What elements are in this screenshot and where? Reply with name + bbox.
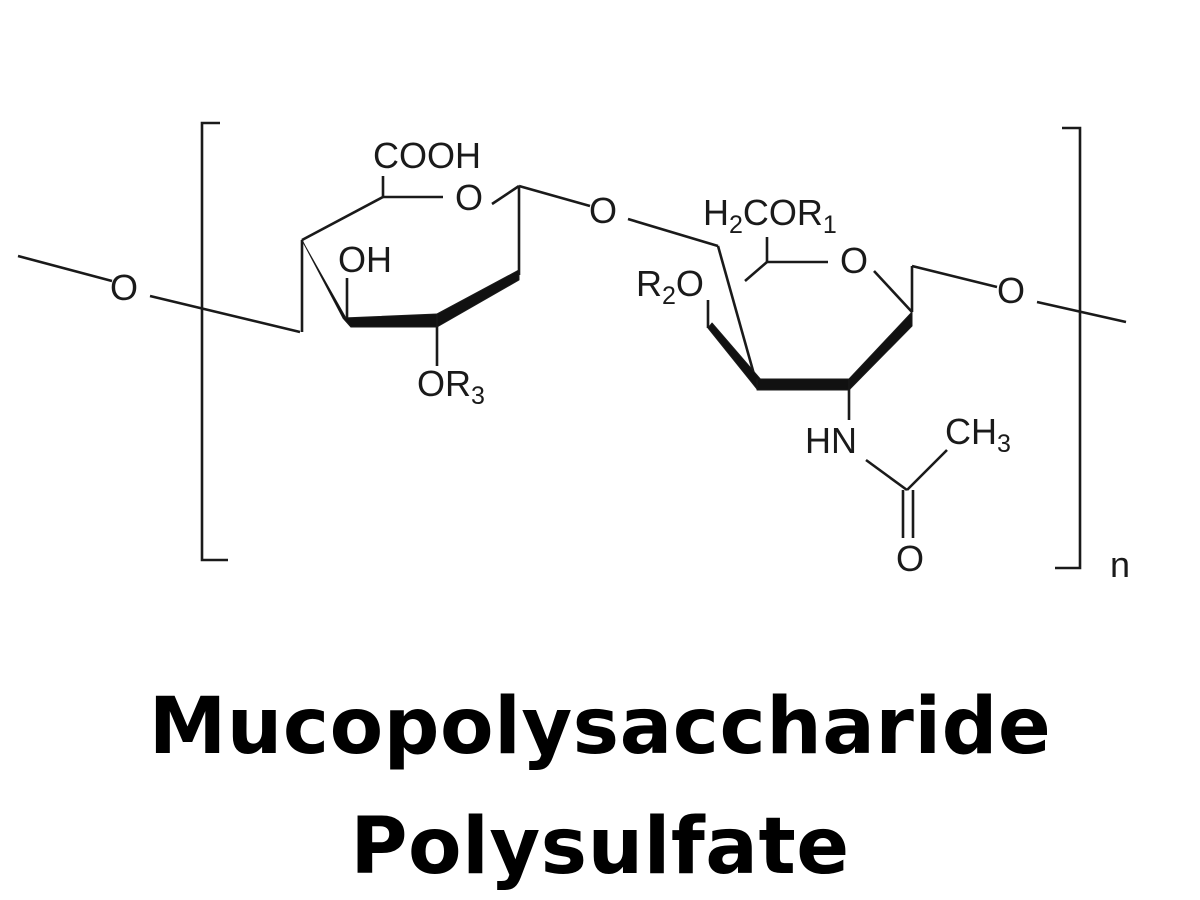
ring1-wedge-right [436, 269, 520, 328]
acetyl-carbonyl-oxygen-label: O [896, 538, 924, 579]
left-bracket [200, 121, 228, 562]
ring2-bond-o-c1 [873, 270, 913, 313]
glycosidic-bond-left [149, 294, 301, 334]
glycosidic-oxygen-middle-label: O [589, 190, 617, 231]
ring2-wedge-front [756, 378, 850, 391]
ring2-bond-c4-c5 [716, 245, 759, 386]
ring2-hn-label: HN [805, 420, 857, 461]
repeat-subscript-n: n [1110, 544, 1130, 585]
ring2-bond-glycosidic-c1 [911, 264, 998, 289]
page-title-line-2: Polysulfate [350, 802, 850, 892]
ring1-carboxyl-label: COOH [373, 135, 481, 176]
ring1-bond-o-c1 [491, 184, 520, 206]
glycosidic-oxygen-right-label: O [997, 270, 1025, 311]
ring1-ring-oxygen-label: O [455, 177, 483, 218]
acetyl-bond-n-c [865, 458, 908, 492]
glycosidic-oxygen-left-label: O [110, 267, 138, 308]
glycosaminoglycan-structure-diagram: n COOH O OH OR3 O O O H2COR1 O [17, 121, 1130, 585]
ring1-wedge-front [342, 313, 438, 328]
acetyl-ch3-label: CH3 [945, 411, 1011, 458]
acetyl-bond-c-ch3 [906, 449, 948, 491]
glycosidic-bond-middle [627, 217, 719, 248]
ring2-ch2cor1-label: H2COR1 [703, 192, 837, 239]
ring2-wedge-right [848, 311, 913, 391]
ring2-r2o-label: R2O [636, 263, 704, 310]
ring1-bond-c4-c5 [301, 195, 384, 242]
ring2-bond-c5-ch2 [744, 261, 768, 282]
ring1-or3-label: OR3 [417, 363, 485, 410]
right-bracket [1055, 126, 1082, 570]
glycosidic-bond-right [1036, 300, 1127, 324]
chain-bond-left [17, 254, 113, 283]
page-title-line-1: Mucopolysaccharide [148, 682, 1052, 772]
ring1-hydroxyl-label: OH [338, 239, 392, 280]
ring1-bond-glycosidic-c1 [518, 184, 591, 208]
ring2-ring-oxygen-label: O [840, 240, 868, 281]
ring2-wedge-left [707, 322, 763, 390]
